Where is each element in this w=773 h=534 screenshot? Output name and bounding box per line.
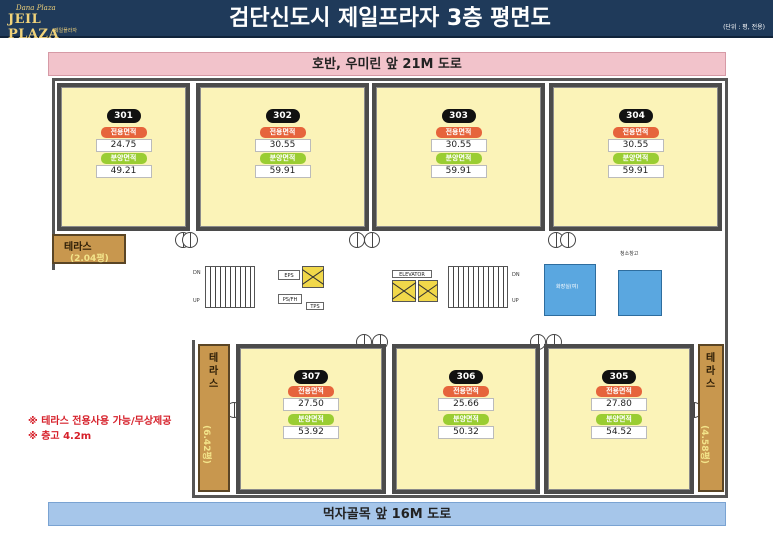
elevator-east-1 <box>392 280 416 302</box>
unit-number: 306 <box>449 370 483 384</box>
top-road-label: 호반, 우미린 앞 21M 도로 <box>48 52 726 76</box>
stair-west <box>205 266 255 308</box>
logo-subtext: 제일플라자 <box>54 28 78 34</box>
door-302-right[interactable] <box>349 232 365 248</box>
elevator-east-2 <box>418 280 438 302</box>
terrace-305: 테라스 (4.58평) <box>698 344 724 492</box>
ps-fh-room: PS/FH <box>278 294 302 304</box>
note-ceiling-height: ※ 층고 4.2m <box>28 431 92 442</box>
door-302[interactable] <box>182 232 198 248</box>
supply-area-label: 분양면적 <box>443 414 489 425</box>
restroom-label: 화장실(여) <box>556 284 579 290</box>
terrace-label: 테라스 <box>209 353 219 390</box>
door-304[interactable] <box>560 232 576 248</box>
exclusive-area-value: 30.55 <box>430 139 487 152</box>
elevator-label: ELEVATOR <box>392 270 432 278</box>
stair-east-dn-label: DN <box>512 272 520 278</box>
terrace-307: 테라스 (6.42평) <box>198 344 230 492</box>
page-title: 검단신도시 제일프라자 3층 평면도 <box>229 6 551 31</box>
unit-number: 304 <box>618 109 653 123</box>
jeil-plaza-logo: Dana Plaza JEIL PLAZA 제일플라자 <box>8 3 88 42</box>
exclusive-area-value: 30.55 <box>254 139 311 152</box>
exclusive-area-label: 전용면적 <box>443 386 489 397</box>
tps-room: TPS <box>306 302 324 310</box>
note-terrace-usage: ※ 테라스 전용사용 가능/무상제공 <box>28 416 172 427</box>
exclusive-area-label: 전용면적 <box>435 127 482 138</box>
stair-east-up-label: UP <box>512 298 519 304</box>
unit-306[interactable]: 306 전용면적 25.66 분양면적 50.32 <box>392 344 540 494</box>
supply-area-label: 분양면적 <box>288 414 334 425</box>
unit-305[interactable]: 305 전용면적 27.80 분양면적 54.52 <box>544 344 694 494</box>
exclusive-area-label: 전용면적 <box>612 127 659 138</box>
bottom-road-label: 먹자골목 앞 16M 도로 <box>48 502 726 526</box>
unit-number: 302 <box>265 109 300 123</box>
supply-area-label: 분양면적 <box>435 153 482 164</box>
door-303[interactable] <box>364 232 380 248</box>
logo-name: JEIL PLAZA <box>8 12 60 42</box>
stair-dn-label: DN <box>193 270 201 276</box>
supply-area-value: 59.91 <box>254 165 311 178</box>
logo-tagline: Dana Plaza <box>16 4 56 12</box>
exclusive-area-value: 27.80 <box>591 398 647 411</box>
restroom-men <box>618 270 662 316</box>
eps-room: EPS <box>278 270 300 280</box>
supply-area-value: 53.92 <box>283 426 339 439</box>
exclusive-area-label: 전용면적 <box>100 127 147 138</box>
exclusive-area-label: 전용면적 <box>259 127 306 138</box>
supply-area-value: 54.52 <box>591 426 647 439</box>
exclusive-area-value: 27.50 <box>283 398 339 411</box>
supply-area-label: 분양면적 <box>100 153 147 164</box>
supply-area-label: 분양면적 <box>259 153 306 164</box>
unit-303[interactable]: 303 전용면적 30.55 분양면적 59.91 <box>372 83 545 231</box>
exclusive-area-label: 전용면적 <box>596 386 642 397</box>
terrace-label: 테라스 <box>706 353 716 390</box>
unit-304[interactable]: 304 전용면적 30.55 분양면적 59.91 <box>549 83 722 231</box>
unit-302[interactable]: 302 전용면적 30.55 분양면적 59.91 <box>196 83 369 231</box>
storage-label: 청소창고 <box>620 251 639 257</box>
exclusive-area-value: 24.75 <box>95 139 152 152</box>
unit-301[interactable]: 301 전용면적 24.75 분양면적 49.21 <box>57 83 190 231</box>
unit-307[interactable]: 307 전용면적 27.50 분양면적 53.92 <box>236 344 386 494</box>
stair-east <box>448 266 508 308</box>
restroom-women <box>544 264 596 316</box>
unit-number: 301 <box>106 109 141 123</box>
unit-note: (단위 : 평, 전용) <box>723 24 765 31</box>
supply-area-value: 59.91 <box>430 165 487 178</box>
terrace-301: 테라스 (2.04평) <box>52 234 126 264</box>
exclusive-area-label: 전용면적 <box>288 386 334 397</box>
terrace-area: (4.58평) <box>698 425 709 464</box>
unit-number: 303 <box>441 109 476 123</box>
elevator-west <box>302 266 324 288</box>
terrace-area: (6.42평) <box>200 425 211 464</box>
terrace-label: 테라스 <box>64 242 92 253</box>
supply-area-value: 49.21 <box>95 165 152 178</box>
header-bar: Dana Plaza JEIL PLAZA 제일플라자 검단신도시 제일프라자 … <box>0 0 773 42</box>
exclusive-area-value: 25.66 <box>438 398 494 411</box>
stair-up-label: UP <box>193 298 200 304</box>
supply-area-value: 50.32 <box>438 426 494 439</box>
supply-area-label: 분양면적 <box>596 414 642 425</box>
exclusive-area-value: 30.55 <box>607 139 664 152</box>
supply-area-value: 59.91 <box>607 165 664 178</box>
unit-number: 307 <box>294 370 328 384</box>
terrace-area: (2.04평) <box>70 254 109 264</box>
unit-number: 305 <box>602 370 636 384</box>
supply-area-label: 분양면적 <box>612 153 659 164</box>
